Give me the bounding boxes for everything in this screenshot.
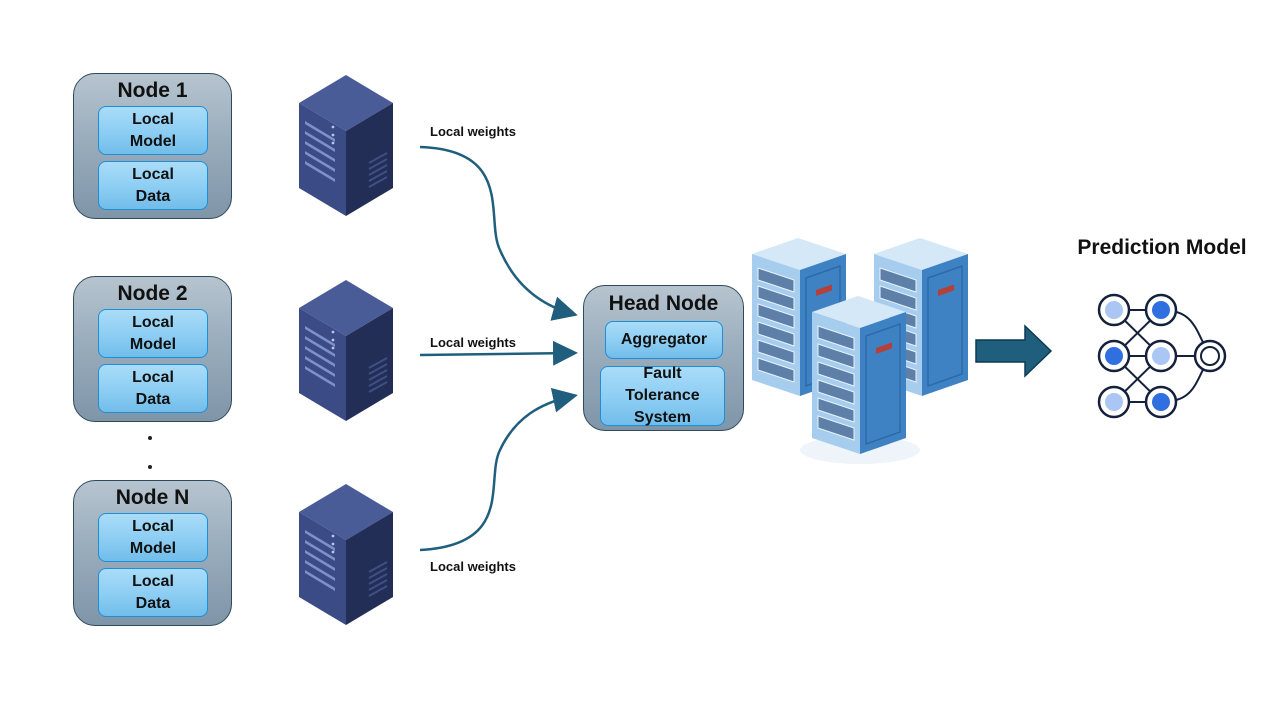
local-model-box: Local Model: [98, 106, 208, 155]
local-data-box: Local Data: [98, 364, 208, 413]
node-title: Node 1: [117, 79, 188, 102]
head-node: Head Node Aggregator Fault Tolerance Sys…: [583, 285, 744, 431]
local-data-box: Local Data: [98, 161, 208, 210]
local-model-label: Local Model: [129, 110, 177, 150]
local-model-box: Local Model: [98, 309, 208, 358]
node-title: Node N: [115, 486, 190, 509]
node-1: Node 1 Local Model Local Data: [73, 73, 232, 219]
fault-tolerance-label: Fault Tolerance System: [625, 365, 700, 426]
node-2: Node 2 Local Model Local Data: [73, 276, 232, 422]
ellipsis-dot: [148, 465, 152, 469]
local-model-box: Local Model: [98, 513, 208, 562]
local-weights-label: Local weights: [430, 559, 516, 574]
local-model-label: Local Model: [129, 313, 177, 353]
local-model-label: Local Model: [129, 517, 177, 557]
ellipsis-dot: [148, 436, 152, 440]
right-arrow-icon: [975, 324, 1053, 378]
local-data-label: Local Data: [132, 572, 174, 612]
node-n: Node N Local Model Local Data: [73, 480, 232, 626]
local-weights-label: Local weights: [430, 335, 516, 350]
edge-node2-to-head: [419, 340, 578, 366]
edge-node1-to-head: [419, 145, 578, 321]
local-data-label: Local Data: [132, 368, 174, 408]
node-title: Node 2: [117, 282, 188, 305]
aggregator-label: Aggregator: [620, 331, 708, 348]
local-data-label: Local Data: [132, 165, 174, 205]
aggregator-box: Aggregator: [605, 321, 723, 359]
local-weights-label: Local weights: [430, 124, 516, 139]
edge-nodeN-to-head: [419, 387, 578, 552]
local-data-box: Local Data: [98, 568, 208, 617]
prediction-model-title: Prediction Model: [1077, 236, 1247, 259]
fault-tolerance-box: Fault Tolerance System: [600, 365, 725, 426]
head-node-title: Head Node: [608, 292, 719, 315]
